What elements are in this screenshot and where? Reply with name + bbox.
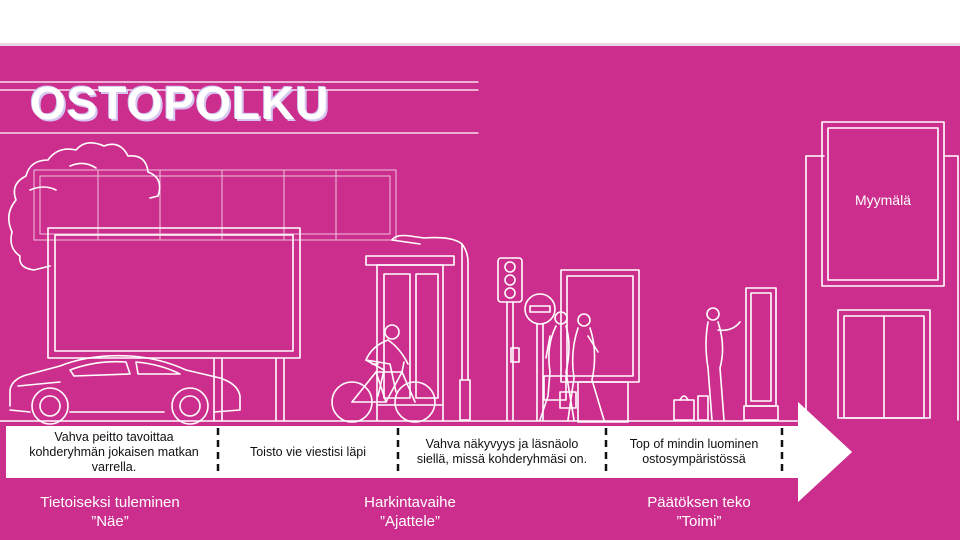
billboard-icon xyxy=(47,227,301,421)
journey-segment-3: Vahva näkyvyys ja läsnäolo siellä, missä… xyxy=(416,437,588,466)
journey-strip xyxy=(6,426,798,478)
stage-name: Tietoiseksi tuleminen xyxy=(40,494,180,511)
stage-name: Harkintavaihe xyxy=(364,494,456,511)
tree-icon xyxy=(8,142,161,271)
page-title: OSTOPOLKU xyxy=(30,77,330,129)
bus-stop-icon xyxy=(365,255,455,421)
store-icon xyxy=(805,121,959,421)
top-band-divider xyxy=(0,43,960,46)
journey-segment-4: Top of mindin luominen ostosympäristössä xyxy=(629,437,759,466)
journey-segment-2: Toisto vie viestisi läpi xyxy=(249,444,366,459)
cyclist-icon xyxy=(331,324,436,423)
stage-consideration: Harkintavaihe ”Ajattele” xyxy=(320,493,500,531)
stage-name: Päätöksen teko xyxy=(647,494,751,511)
street-lamp-icon xyxy=(391,234,471,421)
no-entry-sign-icon xyxy=(524,293,556,421)
title-decor-lines xyxy=(0,81,479,134)
stage-sub: ”Toimi” xyxy=(676,513,722,530)
phone-user-icon xyxy=(673,307,741,421)
traffic-light-icon xyxy=(497,257,523,421)
digital-pillar-icon xyxy=(743,287,779,421)
stage-decision: Päätöksen teko ”Toimi” xyxy=(609,493,789,531)
store-label: Myymälä xyxy=(854,192,911,208)
car-icon xyxy=(9,354,241,425)
stage-sub: ”Ajattele” xyxy=(379,513,441,530)
stage-sub: ”Näe” xyxy=(91,513,129,530)
pedestrians-icon xyxy=(539,311,605,421)
journey-segment-1: Vahva peitto tavoittaa kohderyhmän jokai… xyxy=(29,429,199,474)
stage-awareness: Tietoiseksi tuleminen ”Näe” xyxy=(20,493,200,531)
top-band xyxy=(0,0,960,43)
ad-display-icon xyxy=(560,269,640,423)
